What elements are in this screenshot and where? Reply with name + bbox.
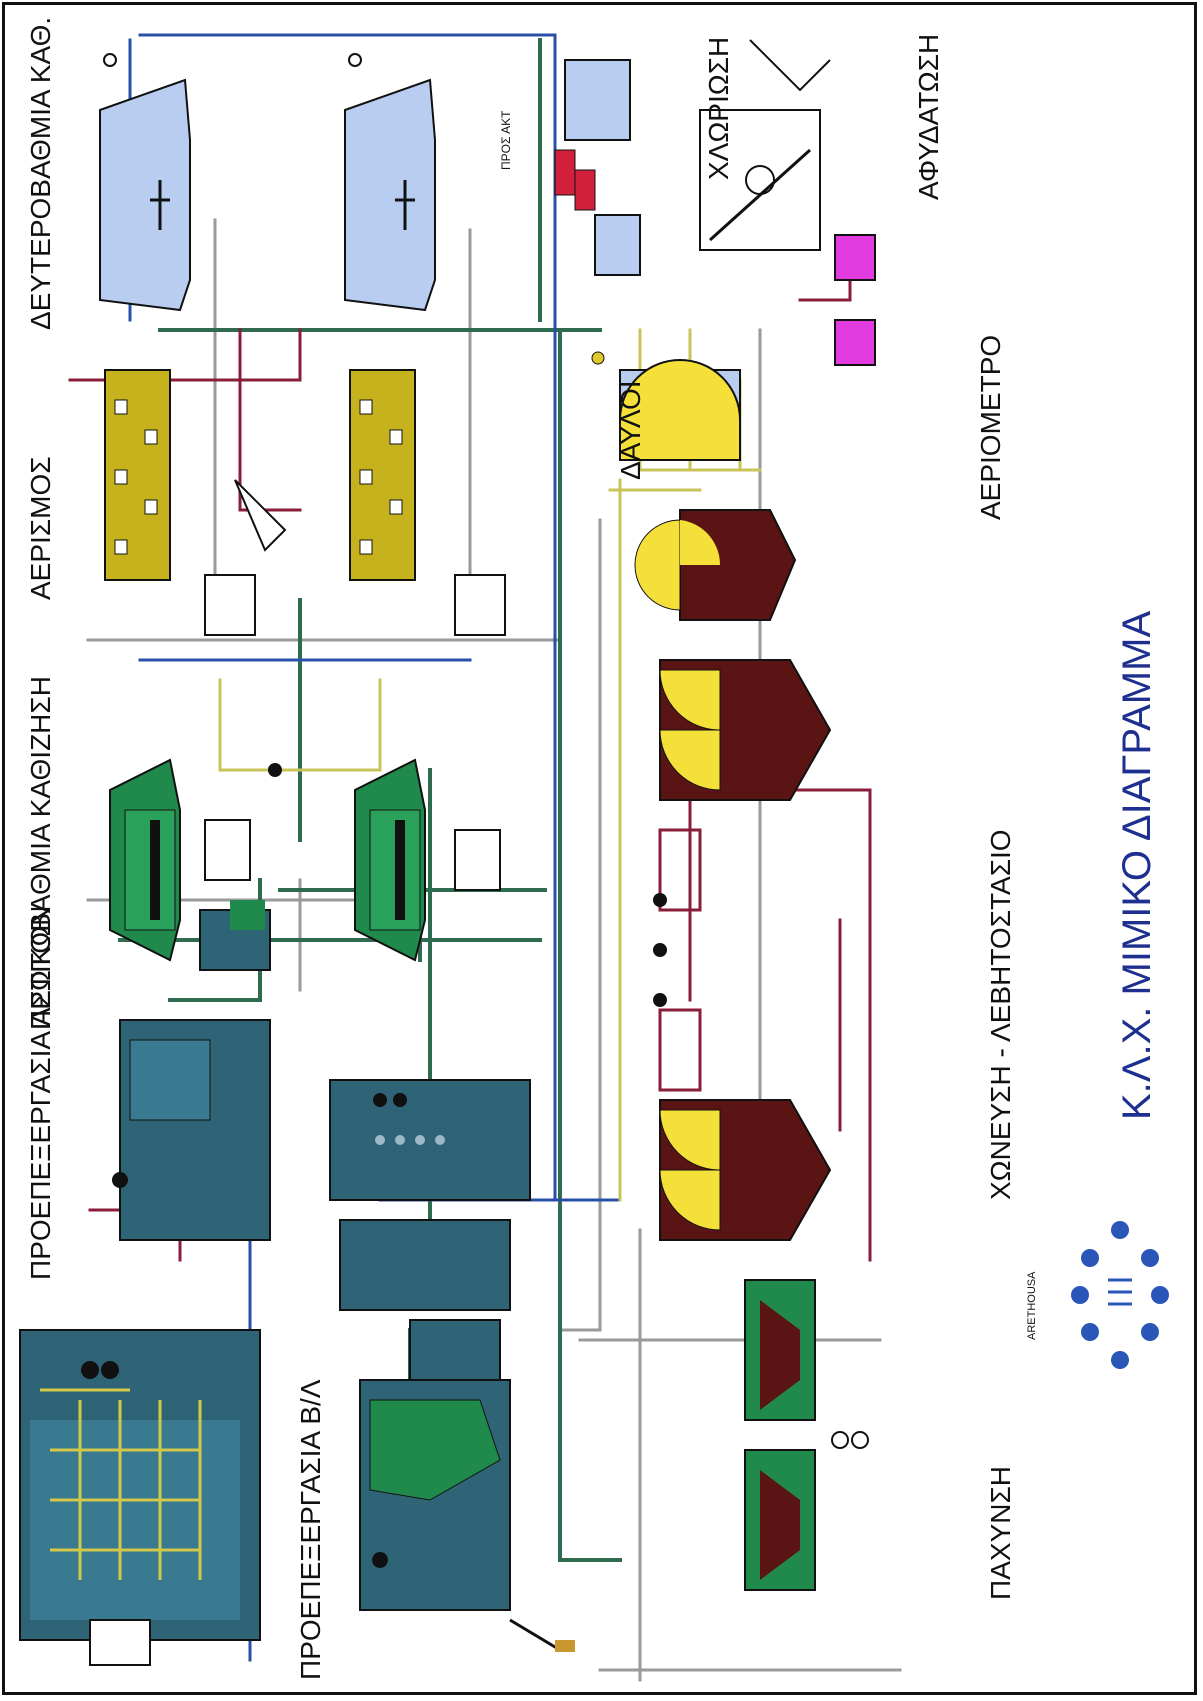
digester-small <box>635 510 795 620</box>
primary-settling-tanks <box>110 760 500 960</box>
primary-tank-2 <box>355 760 425 960</box>
label-dewatering: ΑΦΥΔΑΤΩΣΗ <box>913 34 944 200</box>
label-thickening: ΠΑΧΥΝΣΗ <box>985 1466 1016 1600</box>
label-preprocessing-bl: ΠΡΟΕΠΕΞΕΡΓΑΣΙΑ Β/Λ <box>295 1379 326 1680</box>
digesters <box>635 510 830 1240</box>
thickeners <box>745 1280 868 1590</box>
main-title: Κ.Λ.Χ. ΜΙΜΙΚΟ ΔΙΑΓΡΑΜΜΑ <box>1115 611 1159 1120</box>
heat-exchangers <box>660 830 700 1090</box>
label-flares: ΔΑΥΛΟΙ <box>615 380 646 480</box>
urban-preprocessing-unit <box>20 1330 260 1665</box>
grit-channel-unit <box>330 1080 530 1200</box>
label-primary-settling: ΠΡΩΤΟΒΑΘΜΙΑ ΚΑΘΙΖΗΣΗ <box>25 676 56 1030</box>
chlorination-unit <box>555 60 640 275</box>
label-pipe-note: ΠΡΟΣ ΑΚΤ <box>499 110 513 170</box>
label-aeration: ΑΕΡΙΣΜΟΣ <box>25 456 56 600</box>
thickener-1 <box>745 1280 815 1420</box>
secondary-settling-tanks <box>100 54 435 310</box>
digester-1 <box>660 660 830 800</box>
thickener-2 <box>745 1450 815 1590</box>
primary-tank-1 <box>110 760 180 960</box>
logo-text: ARETHOUSA <box>1026 1271 1038 1340</box>
logo-circle-arrows-icon <box>1071 1221 1169 1369</box>
screens-grit-unit <box>112 900 270 1240</box>
aeration-basins <box>105 370 505 635</box>
bl-preprocessing-unit <box>340 1220 575 1652</box>
label-gas-meter: ΑΕΡΙΟΜΕΤΡΟ <box>975 335 1006 520</box>
label-chlorination: ΧΛΩΡΙΩΣΗ <box>703 37 734 180</box>
digester-2 <box>660 1100 830 1240</box>
label-secondary-settling: ΔΕΥΤΕΡΟΒΑΘΜΙΑ ΚΑΘ. <box>25 17 56 330</box>
label-digestion-boiler: ΧΩΝΕΥΣΗ - ΛΕΒΗΤΟΣΤΑΣΙΟ <box>985 829 1016 1200</box>
